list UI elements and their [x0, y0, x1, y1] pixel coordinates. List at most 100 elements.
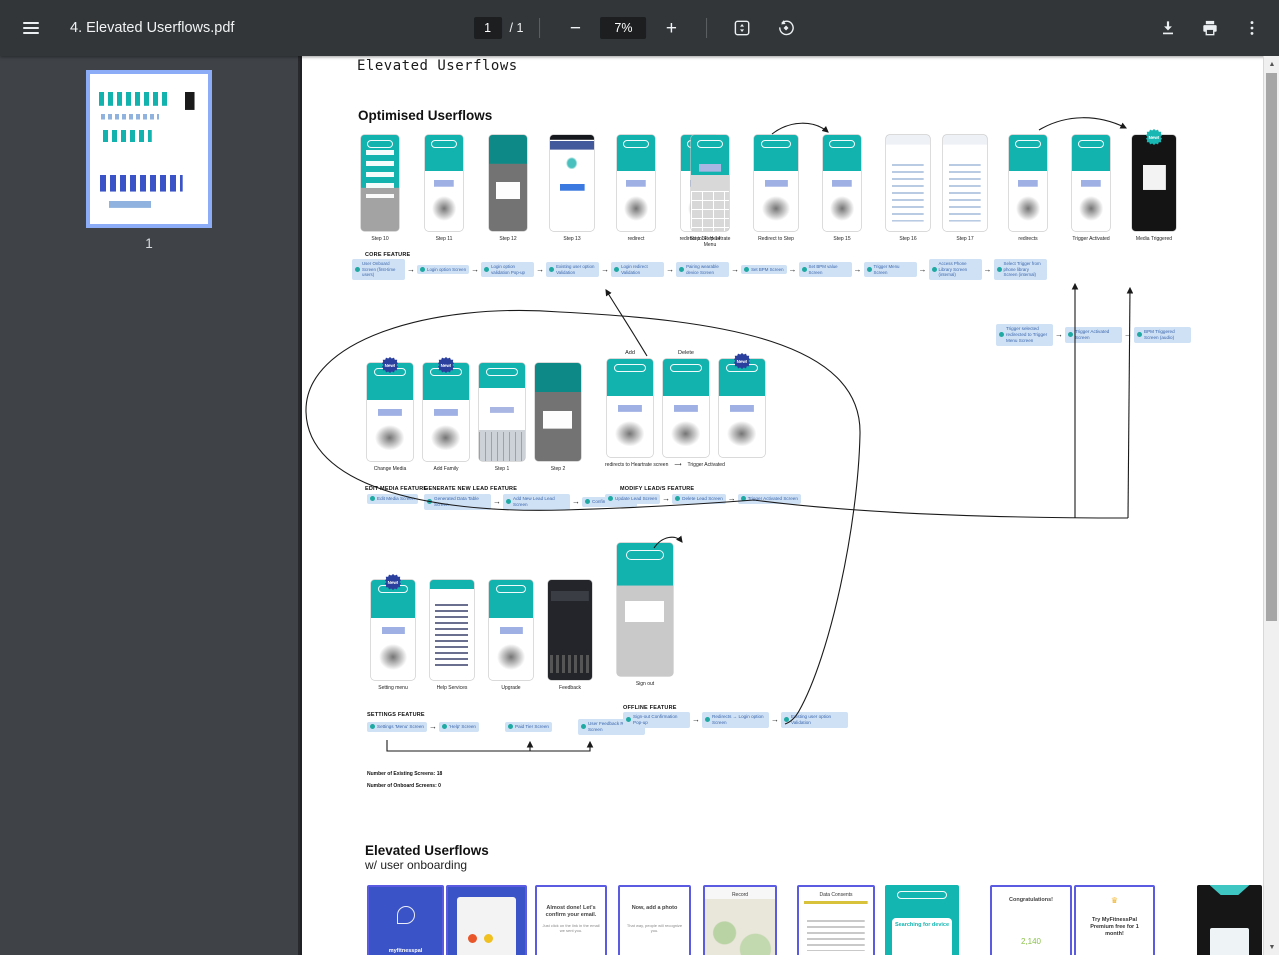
phone-top-label: Delete	[678, 350, 694, 359]
scrollbar-thumb[interactable]	[1266, 73, 1277, 621]
download-button[interactable]	[1149, 9, 1187, 47]
phone-top-label: Add	[625, 350, 635, 359]
flow-arrow: →	[471, 265, 479, 274]
modify-lead-feature-label: MODIFY LEAD/S FEATURE	[620, 486, 694, 492]
flow-arrow: →	[601, 265, 609, 274]
thumbnail-content	[96, 80, 202, 218]
flow-node-text: Select Trigger from phone library Screen…	[1004, 261, 1044, 278]
phone-mockup: Step 1	[477, 351, 527, 472]
phone-screen	[371, 580, 415, 680]
onboarding-phone	[446, 885, 527, 955]
page-number-input[interactable]	[474, 17, 502, 39]
scroll-down-button[interactable]: ▼	[1264, 939, 1279, 955]
phone-screen	[367, 363, 413, 461]
right-arrow-glyph: ⟶	[674, 462, 681, 468]
onboarding-phone: Now, add a photoThat way, people will re…	[618, 885, 691, 955]
fit-to-page-button[interactable]	[723, 9, 761, 47]
onboarding-phone: Data Consents	[797, 885, 875, 955]
flow-node: Existing user option Validation	[546, 262, 599, 277]
phone-label: Sign out	[636, 681, 654, 687]
flow-node-dot	[999, 332, 1004, 337]
settings-flow: Settings 'Menu' Screen→'Help' ScreenPaid…	[367, 719, 645, 735]
flow-node-dot	[442, 724, 447, 729]
zoom-in-button[interactable]: +	[652, 9, 690, 47]
phone-mockup: Redirect to Step	[751, 135, 801, 242]
onboarding-phone-title: Data Consents	[803, 892, 868, 899]
phone-mockup: Step 11	[419, 135, 469, 242]
flow-node: Login redirect Validation	[611, 262, 664, 277]
phone-screen	[617, 135, 655, 231]
flow-arrow: →	[1124, 330, 1132, 339]
flow-arrow: →	[854, 265, 862, 274]
phone-row-1b: Step 14: Heartrate Menu Redirect to Step S…	[685, 135, 933, 249]
onboarding-phone-title: Almost done! Let's confirm your email.	[541, 905, 601, 919]
phone-screen	[823, 135, 861, 231]
flow-node-text: Redirects → Login option Screen	[712, 714, 766, 726]
more-options-button[interactable]	[1233, 9, 1271, 47]
flow-node: 'Help' Screen	[439, 722, 479, 732]
flow-node-text: Access Phone Library Screen (internal)	[939, 261, 979, 278]
phone-mockup: New!Change Media	[365, 351, 415, 472]
pdf-page-title: Elevated Userflows	[357, 58, 518, 74]
phone-label: Step 2	[551, 466, 565, 472]
phone-mockup: Step 12	[483, 135, 533, 242]
phone-mockup: Step 14: Heartrate Menu	[685, 135, 735, 249]
phone-mockup: Trigger Activated	[1066, 135, 1116, 242]
onboarding-phone-value: 2,140	[992, 937, 1070, 946]
vertical-scrollbar: ▲ ▼	[1263, 56, 1279, 955]
flow-node-dot	[784, 717, 789, 722]
flow-node-dot	[370, 724, 375, 729]
phone-mockup: Delete	[661, 350, 711, 457]
flow-arrow: →	[731, 265, 739, 274]
flow-node: Set BPM Screen	[741, 265, 786, 275]
onboarding-phone-title: myfitnesspal	[373, 948, 437, 955]
flow-arrow: →	[692, 715, 700, 724]
phone-screen	[663, 359, 709, 457]
flow-node-text: Login option Screen	[427, 267, 466, 273]
phone-label: redirect	[628, 236, 645, 242]
phone-mockup: redirect	[611, 135, 661, 242]
print-button[interactable]	[1191, 9, 1229, 47]
phone-label: Setting menu	[378, 685, 407, 691]
flow-arrow: →	[662, 494, 670, 503]
print-icon	[1200, 18, 1220, 38]
scroll-up-button[interactable]: ▲	[1264, 56, 1279, 72]
phone-mockup: Step 16	[883, 135, 933, 242]
phone-screen	[1072, 135, 1110, 231]
generate-lead-feature-label: GENERATE NEW LEAD FEATURE	[424, 486, 517, 492]
flow-arrow: →	[407, 265, 415, 274]
optimised-userflows-heading: Optimised Userflows	[358, 108, 492, 123]
onboarding-phone: Congratulations!2,140	[990, 885, 1072, 955]
row2b-caption-right: Trigger Activated	[688, 462, 725, 468]
phone-frame	[823, 135, 861, 231]
phone-label: Step 10	[371, 236, 388, 242]
rotate-button[interactable]	[767, 9, 805, 47]
page-thumbnail[interactable]	[90, 74, 208, 224]
flow-node-text: Settings 'Menu' Screen	[377, 724, 424, 730]
onboarding-phone-title: Try MyFitnessPal Premium free for 1 mont…	[1081, 917, 1149, 938]
menu-button[interactable]	[12, 9, 50, 47]
phone-label: Feedback	[559, 685, 581, 691]
flow-node: Paid Tier Screen	[505, 722, 552, 732]
core-feature-label: CORE FEATURE	[365, 252, 410, 258]
flow-node-text: Generated Data Table Screen	[434, 496, 488, 508]
phone-frame: New!	[1132, 135, 1176, 231]
flow-node-text: Sign-out Confirmation Pop-up	[633, 714, 687, 726]
phone-screen	[886, 135, 930, 231]
phone-screen	[423, 363, 469, 461]
flow-node-dot	[1137, 332, 1142, 337]
toolbar-separator	[706, 18, 707, 38]
flow-node-dot	[867, 267, 872, 272]
onboarding-phone	[1197, 885, 1262, 955]
flow-node: Redirects → Login option Screen	[702, 712, 769, 728]
onboarding-phone-subtitle: Just click on the link in the email we s…	[542, 923, 599, 933]
phone-frame	[607, 359, 653, 457]
toolbar: 4. Elevated Userflows.pdf / 1 − 7% +	[0, 0, 1279, 56]
phone-screen	[550, 135, 594, 231]
phone-screen	[430, 580, 474, 680]
zoom-out-button[interactable]: −	[556, 9, 594, 47]
kebab-menu-icon	[1242, 18, 1262, 38]
row2b-caption-left: redirects to Heartrate screen	[605, 462, 668, 468]
flow-node-text: Paid Tier Screen	[515, 724, 549, 730]
flow-node-text: 'Help' Screen	[449, 724, 476, 730]
